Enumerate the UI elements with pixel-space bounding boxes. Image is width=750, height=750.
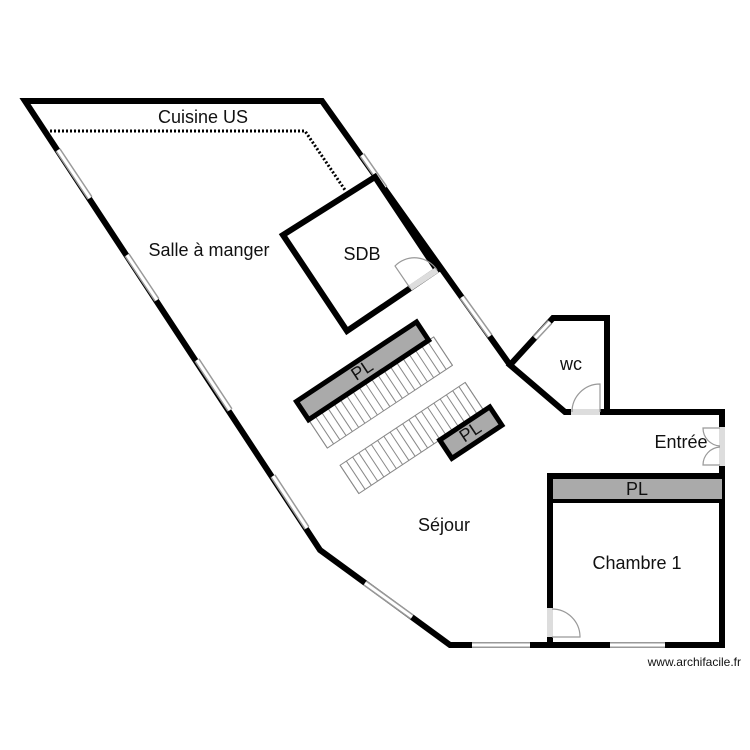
stair-step bbox=[308, 419, 328, 449]
stair-step bbox=[408, 353, 428, 383]
stair-step bbox=[364, 382, 385, 412]
windows bbox=[55, 148, 665, 648]
room-label-bathroom: SDB bbox=[343, 244, 380, 264]
bedroom-wall bbox=[547, 473, 722, 645]
closet-lower bbox=[436, 403, 506, 462]
stair-step bbox=[401, 357, 422, 387]
stair-step bbox=[333, 402, 353, 432]
closet-upper bbox=[292, 318, 433, 424]
stair-step bbox=[433, 336, 453, 366]
stair-step bbox=[420, 344, 441, 374]
closet-label: PL bbox=[626, 479, 648, 499]
stair-step bbox=[314, 415, 335, 445]
stair-step bbox=[339, 398, 360, 428]
stair-step bbox=[377, 440, 397, 470]
stair-step bbox=[420, 411, 441, 441]
stair-step bbox=[339, 464, 360, 494]
stair-step bbox=[433, 402, 454, 432]
room-label-dining: Salle à manger bbox=[148, 240, 269, 260]
stair-step bbox=[426, 340, 447, 370]
stair-step bbox=[370, 378, 391, 407]
stair-step bbox=[439, 398, 460, 428]
room-label-bedroom: Chambre 1 bbox=[592, 553, 681, 573]
stair-step bbox=[414, 349, 435, 379]
room-label-kitchen: Cuisine US bbox=[158, 107, 248, 127]
stair-step bbox=[383, 435, 404, 465]
kitchen-counter bbox=[50, 129, 347, 191]
stair-step bbox=[326, 407, 347, 436]
staircase-lower: PL bbox=[339, 381, 506, 495]
stair-step bbox=[389, 431, 410, 461]
stair-step bbox=[320, 411, 341, 441]
stair-step bbox=[358, 386, 378, 416]
stair-step bbox=[352, 456, 372, 486]
stair-step bbox=[395, 361, 416, 391]
stair-step bbox=[408, 419, 429, 449]
stair-step bbox=[414, 415, 435, 445]
stair-step bbox=[364, 448, 385, 478]
bathroom-door[interactable] bbox=[394, 257, 439, 291]
staircase-upper: PL bbox=[292, 318, 454, 449]
room-label-wc: wc bbox=[559, 354, 582, 374]
stair-step bbox=[383, 369, 403, 399]
stair-step bbox=[358, 452, 379, 482]
closet-bedroom bbox=[550, 476, 722, 500]
stair-step bbox=[427, 406, 447, 436]
outer-wall bbox=[19, 98, 725, 648]
stair-step bbox=[464, 382, 485, 412]
room-label-living: Séjour bbox=[418, 515, 470, 535]
stair-step bbox=[345, 460, 366, 490]
entrance-door[interactable] bbox=[702, 427, 725, 466]
stair-step bbox=[458, 386, 479, 416]
stair-step bbox=[389, 365, 410, 395]
watermark: www.archifacile.fr bbox=[647, 655, 741, 669]
stair-step bbox=[445, 394, 466, 424]
stair-step bbox=[395, 427, 416, 457]
room-label-entrance: Entrée bbox=[654, 432, 707, 452]
bedroom-door[interactable] bbox=[547, 608, 581, 638]
stair-step bbox=[370, 444, 391, 474]
stair-step bbox=[351, 390, 372, 420]
stair-step bbox=[376, 373, 397, 403]
stair-step bbox=[345, 394, 366, 424]
wc-door[interactable] bbox=[571, 383, 601, 415]
stair-step bbox=[402, 423, 422, 453]
stair-step bbox=[452, 390, 472, 420]
